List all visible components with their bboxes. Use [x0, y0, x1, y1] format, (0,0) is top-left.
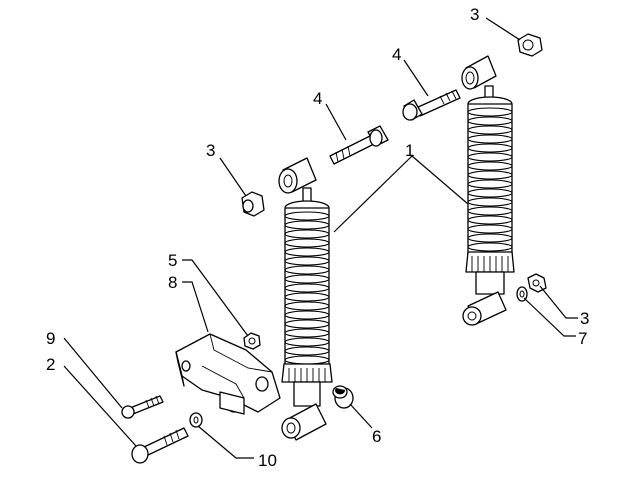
leader-lines: [63, 17, 578, 459]
spring-coil: [467, 170, 513, 180]
callout-3-right-lower: 3: [580, 309, 589, 328]
spring-coil: [467, 242, 513, 252]
spring-coil: [284, 220, 330, 230]
callout-7: 7: [578, 329, 587, 348]
bolt-2: [131, 427, 189, 464]
callout-6: 6: [372, 427, 381, 446]
spring-coils-left: [284, 211, 330, 365]
spring-coil: [284, 274, 330, 284]
spring-coil: [467, 107, 513, 117]
spring-coil: [467, 152, 513, 162]
spring-coil: [284, 247, 330, 257]
spring-coil: [467, 215, 513, 225]
spring-coil: [284, 265, 330, 275]
callout-4-left: 4: [313, 89, 322, 108]
callout-3-top-right: 3: [470, 5, 479, 24]
spring-coil: [284, 238, 330, 248]
spring-coil: [284, 355, 330, 365]
nut-top-right: [517, 33, 543, 57]
shock-absorber-left: [278, 157, 333, 441]
spring-coil: [284, 337, 330, 347]
spring-coil: [467, 224, 513, 234]
spring-coil: [467, 179, 513, 189]
spring-coil: [284, 229, 330, 239]
callout-8: 8: [168, 273, 177, 292]
spring-coil: [284, 292, 330, 302]
spring-coil: [467, 188, 513, 198]
bolt-top-left: [329, 125, 389, 165]
bracket: [175, 333, 281, 415]
spring-coil: [467, 125, 513, 135]
bolt-9: [121, 395, 164, 419]
callout-10: 10: [258, 451, 277, 470]
callout-9: 9: [46, 329, 55, 348]
washer-7: [516, 286, 528, 302]
spring-coil: [284, 319, 330, 329]
spring-coil: [284, 346, 330, 356]
nut-left: [241, 191, 265, 217]
spring-coil: [284, 310, 330, 320]
spring-coil: [284, 301, 330, 311]
callout-3-left: 3: [206, 141, 215, 160]
spring-coil: [467, 134, 513, 144]
spring-coil: [467, 233, 513, 243]
spring-coil: [284, 211, 330, 221]
spring-coil: [467, 116, 513, 126]
callout-labels: 1 3 4 4 3 3 7 5 8 9 2 10 6: [46, 5, 589, 470]
callout-1: 1: [405, 141, 414, 160]
bolt-top-right: [402, 89, 461, 121]
washer-10: [189, 412, 203, 428]
spring-coils-right: [467, 107, 513, 252]
shock-absorber-right: [461, 55, 515, 326]
spring-coil: [284, 283, 330, 293]
callout-2: 2: [46, 355, 55, 374]
spring-coil: [467, 143, 513, 153]
callout-5: 5: [168, 251, 177, 270]
spring-coil: [467, 197, 513, 207]
bushing-6: [332, 385, 354, 409]
nut-5: [243, 332, 261, 350]
callout-4-right: 4: [392, 45, 401, 64]
spring-coil: [467, 161, 513, 171]
spring-coil: [284, 256, 330, 266]
spring-coil: [467, 206, 513, 216]
spring-coil: [284, 328, 330, 338]
